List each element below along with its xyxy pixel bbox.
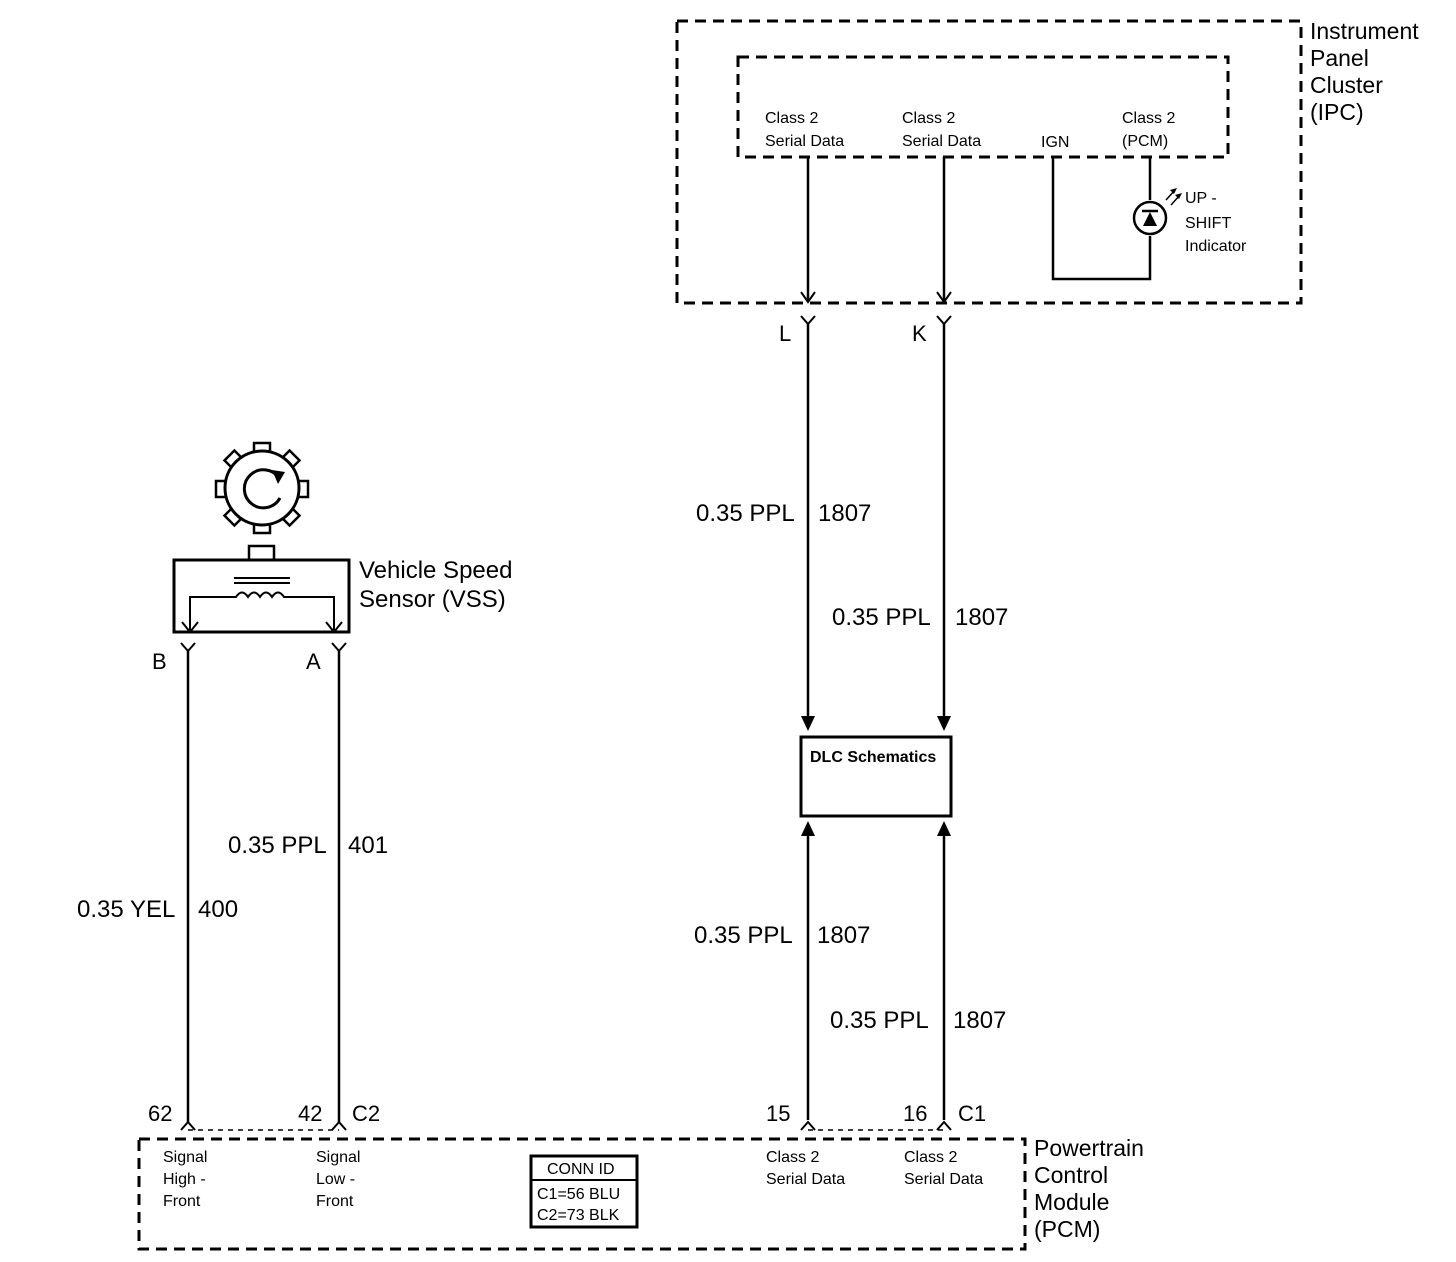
class2-wiring: 0.35 PPL 1807 0.35 PPL 1807 0.35 PPL 180… — [694, 157, 1008, 1120]
pcm-connector-c1: C1 — [958, 1101, 986, 1126]
ipc-module: Instrument Panel Cluster (IPC) Class 2 S… — [675, 18, 1425, 305]
upshift-indicator-line-2: SHIFT — [1185, 215, 1231, 232]
conn-id-title: CONN ID — [547, 1161, 615, 1178]
pcm-pin-16: 16 — [903, 1101, 927, 1126]
vss-name-line-2: Sensor (VSS) — [359, 586, 506, 613]
pcm-pin-16-fork-icon — [936, 1120, 952, 1131]
upshift-indicator-line-3: Indicator — [1185, 238, 1247, 255]
vss-pin-b-fork-icon — [180, 642, 196, 653]
ipc-terminal-l-line-1: Class 2 — [765, 110, 818, 127]
pcm-name-line-1: Powertrain — [1034, 1135, 1144, 1161]
conn-id-outline — [529, 1154, 639, 1229]
pcm-name: Powertrain Control Module (PCM) — [1034, 1135, 1150, 1242]
ipc-name-line-3: Cluster — [1310, 72, 1383, 98]
conn-id-c1: C1=56 BLU — [537, 1186, 620, 1203]
ipc-terminal-l-line-2: Serial Data — [765, 133, 844, 150]
ipc-name: Instrument Panel Cluster (IPC) — [1310, 18, 1425, 125]
vss-stem — [247, 544, 276, 562]
ipc-name-line-4: (IPC) — [1310, 99, 1364, 125]
wire-vss-a-circuit: 401 — [348, 832, 388, 859]
dlc-label: DLC Schematics — [810, 749, 936, 766]
ipc-terminal-k-line-2: Serial Data — [902, 133, 981, 150]
pcm-terminal-42-line-2: Low - — [316, 1171, 355, 1188]
pcm-name-line-4: (PCM) — [1034, 1216, 1100, 1242]
dlc-box: DLC Schematics — [799, 735, 953, 818]
pcm-pin-15: 15 — [766, 1101, 790, 1126]
ipc-connector: L K — [779, 291, 952, 346]
ipc-outer-box — [675, 19, 1303, 305]
vss-pin-a-fork-icon — [331, 642, 347, 653]
ipc-inner-box — [736, 55, 1230, 159]
wire-pcm16-gauge-color: 0.35 PPL — [830, 1007, 929, 1034]
vss-pin-a: A — [306, 649, 321, 674]
wire-vss-b-gauge-color: 0.35 YEL — [77, 896, 175, 923]
led-icon — [1132, 188, 1182, 236]
wire-k-arrow-icon — [937, 716, 951, 731]
vss-pin-b: B — [152, 649, 167, 674]
pcm-connector-c2: C2 — [352, 1101, 380, 1126]
upshift-indicator-line-1: UP - — [1185, 190, 1217, 207]
pcm-terminal-42-label: Signal Low - Front — [316, 1149, 365, 1210]
wire-pcm15-arrow-icon — [801, 821, 815, 836]
pcm-terminal-62-line-2: High - — [163, 1171, 206, 1188]
vehicle-speed-sensor: Vehicle Speed Sensor (VSS) B A 0.35 PPL … — [77, 441, 519, 1122]
wire-pcm16-arrow-icon — [937, 821, 951, 836]
connector-k-fork-icon — [936, 315, 952, 326]
pcm-name-line-2: Control — [1034, 1162, 1108, 1188]
wire-pcm15-circuit: 1807 — [817, 922, 870, 949]
pcm-module: 62 42 C2 15 16 C1 Signal High - Front Si… — [137, 1101, 1150, 1251]
pcm-terminal-62-label: Signal High - Front — [163, 1149, 212, 1210]
vss-coil-icon — [181, 577, 343, 634]
wire-k-gauge-color: 0.35 PPL — [832, 604, 931, 631]
pcm-pin-15-fork-icon — [800, 1120, 816, 1131]
wire-vss-a-gauge-color: 0.35 PPL — [228, 832, 327, 859]
ipc-name-line-1: Instrument — [1310, 18, 1419, 44]
connector-pin-l: L — [779, 321, 791, 346]
ipc-name-line-2: Panel — [1310, 45, 1369, 71]
dlc-outline — [799, 735, 953, 818]
pcm-terminal-62-line-1: Signal — [163, 1149, 207, 1166]
ipc-terminal-l-label: Class 2 Serial Data — [765, 110, 844, 150]
conn-id-table: CONN ID C1=56 BLU C2=73 BLK — [529, 1154, 639, 1229]
pcm-terminal-15-label: Class 2 Serial Data — [766, 1149, 845, 1188]
wire-l-gauge-color: 0.35 PPL — [696, 500, 795, 527]
pcm-terminal-16-line-2: Serial Data — [904, 1171, 983, 1188]
wire-vss-b-circuit: 400 — [198, 896, 238, 923]
wire-l-circuit: 1807 — [818, 500, 871, 527]
pcm-terminal-16-line-1: Class 2 — [904, 1149, 957, 1166]
connector-pin-k: K — [912, 321, 927, 346]
upshift-indicator-label: UP - SHIFT Indicator — [1185, 190, 1247, 255]
pcm-outer-box — [137, 1137, 1027, 1251]
pcm-name-line-3: Module — [1034, 1189, 1109, 1215]
conn-id-c2: C2=73 BLK — [537, 1207, 620, 1224]
ipc-terminal-pcm-label: Class 2 (PCM) — [1122, 110, 1180, 150]
wire-k-circuit: 1807 — [955, 604, 1008, 631]
pcm-terminal-16-label: Class 2 Serial Data — [904, 1149, 983, 1188]
ipc-ign-circuit — [1051, 158, 1152, 281]
ipc-terminal-k-line-1: Class 2 — [902, 110, 955, 127]
pcm-terminal-15-line-2: Serial Data — [766, 1171, 845, 1188]
vss-name-line-1: Vehicle Speed — [359, 557, 512, 584]
wire-l-arrow-icon — [801, 716, 815, 731]
pcm-pin-62: 62 — [148, 1101, 172, 1126]
pcm-terminal-62-line-3: Front — [163, 1193, 201, 1210]
vss-name: Vehicle Speed Sensor (VSS) — [359, 557, 519, 613]
pcm-terminal-42-line-3: Front — [316, 1193, 354, 1210]
ipc-terminal-pcm-line-2: (PCM) — [1122, 133, 1168, 150]
connector-l-fork-icon — [800, 315, 816, 326]
wire-pcm15-gauge-color: 0.35 PPL — [694, 922, 793, 949]
reluctor-wheel-icon — [214, 441, 310, 535]
ipc-terminal-pcm-line-1: Class 2 — [1122, 110, 1175, 127]
ipc-terminal-k-label: Class 2 Serial Data — [902, 110, 981, 150]
pcm-terminal-15-line-1: Class 2 — [766, 1149, 819, 1166]
ipc-ign-label: IGN — [1041, 134, 1069, 151]
pcm-pin-42-fork-icon — [331, 1120, 347, 1131]
pcm-pin-62-fork-icon — [180, 1120, 196, 1131]
wire-pcm16-circuit: 1807 — [953, 1007, 1006, 1034]
pcm-pin-42: 42 — [298, 1101, 322, 1126]
pcm-terminal-42-line-1: Signal — [316, 1149, 360, 1166]
